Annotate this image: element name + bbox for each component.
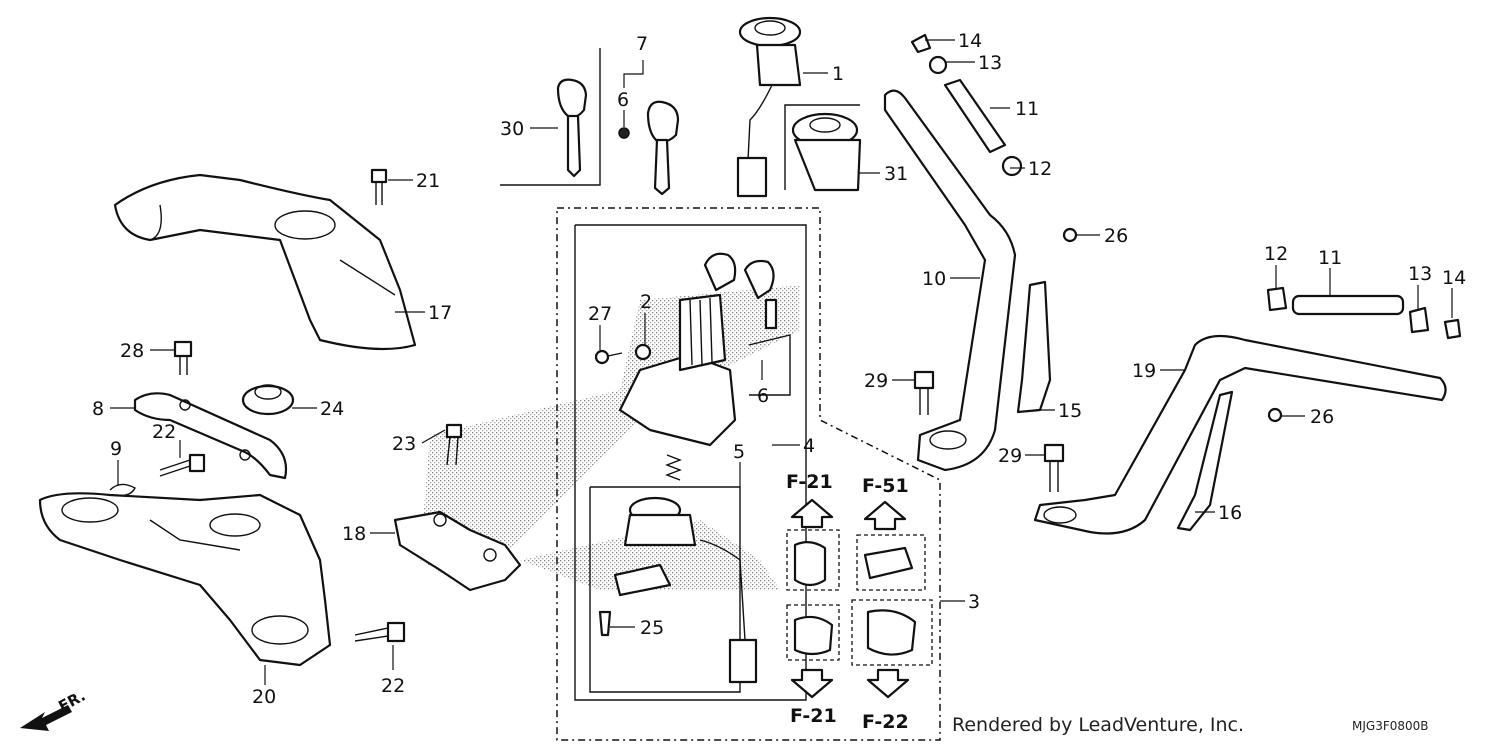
leader-lines [110,39,1453,685]
callout-14a: 14 [958,30,982,52]
callout-22b: 22 [381,675,405,697]
bracket-part-15 [1016,280,1052,414]
callout-27: 27 [588,303,612,325]
callout-31: 31 [884,163,908,185]
callout-17: 17 [428,302,452,324]
callout-12a: 12 [1028,158,1052,180]
callout-21: 21 [416,170,440,192]
callout-5: 5 [733,441,745,463]
callout-2: 2 [640,291,652,313]
callout-22a: 22 [152,421,176,443]
handlebar-part-10 [883,89,1017,472]
callout-4: 4 [803,435,815,457]
bolt-28 [173,340,193,375]
ref-f21-bottom: F-21 [790,705,837,727]
bracket-part-16 [1176,390,1234,532]
callout-labels: 1 2 3 4 5 6 6 7 8 9 10 11 11 12 12 13 13… [92,30,1466,708]
spring-pin-9 [109,483,136,497]
cover-part-31 [791,112,862,192]
spring [665,454,682,481]
callout-29b: 29 [998,445,1022,467]
callout-6b: 6 [757,385,769,407]
callout-1: 1 [832,63,844,85]
top-cover-part-17 [113,173,417,351]
bolt-29-lower [1043,443,1065,492]
callout-12b: 12 [1264,243,1288,265]
callout-23: 23 [392,433,416,455]
bracket-part-18 [393,510,522,592]
seat-lock-part-5 [598,496,758,684]
callout-30: 30 [500,118,524,140]
callout-26a: 26 [1104,225,1128,247]
ref-f51-top: F-51 [862,475,909,497]
callout-24: 24 [320,398,344,420]
callout-26b: 26 [1310,406,1334,428]
bolt-22-top [159,453,206,477]
callout-28: 28 [120,340,144,362]
handlebar-pin-parts [910,33,1462,340]
arrow-up-icon [790,498,834,529]
bolts [109,168,1283,643]
callout-10: 10 [922,268,946,290]
callout-13a: 13 [978,52,1002,74]
callout-6a: 6 [617,89,629,111]
ref-f22-bottom: F-22 [862,711,909,733]
callout-7: 7 [636,33,648,55]
callout-18: 18 [342,523,366,545]
bottom-bridge-part-20 [38,492,332,667]
callout-15: 15 [1058,400,1082,422]
diagram-code: MJG3F0800B [1352,719,1429,733]
callout-20: 20 [252,686,276,708]
reference-labels: F-21 F-51 F-21 F-22 [786,471,909,733]
callout-11b: 11 [1318,247,1342,269]
callout-13b: 13 [1408,263,1432,285]
bracket-part-8 [133,392,288,480]
callout-25: 25 [640,617,664,639]
callout-19: 19 [1132,360,1156,382]
bolt-21 [370,168,388,205]
handlebar-part-19 [1033,334,1447,535]
bolt-26-upper [1062,227,1078,243]
callout-11a: 11 [1015,98,1039,120]
callout-9: 9 [110,438,122,460]
callout-16: 16 [1218,502,1242,524]
bolt-27 [594,349,623,365]
callout-29a: 29 [864,370,888,392]
ref-f21-top: F-21 [786,471,833,493]
bolt-29-upper [913,370,935,415]
callout-8: 8 [92,398,104,420]
reference-arrows [790,498,910,699]
bolt-22-bottom [354,621,406,643]
bolt-26-lower [1267,407,1283,423]
callout-3: 3 [968,591,980,613]
reference-cylinders [793,541,917,656]
arrow-down-icon [866,668,910,699]
assembly-boxes [500,48,941,741]
credit-text: Rendered by LeadVenture, Inc. [952,714,1244,736]
key-part-30 [556,78,588,178]
arrow-up-icon [863,500,907,531]
arrow-down-left-icon [20,705,72,731]
front-direction-indicator: FR. [20,687,88,731]
main-switch-assembly-part-2 [618,252,778,447]
ignition-switch-part-1 [736,16,802,198]
arrow-down-icon [790,668,834,699]
cushion-part-24 [241,384,295,416]
key-part-7 [618,100,680,196]
callout-14b: 14 [1442,267,1466,289]
bolt-23 [445,423,463,466]
